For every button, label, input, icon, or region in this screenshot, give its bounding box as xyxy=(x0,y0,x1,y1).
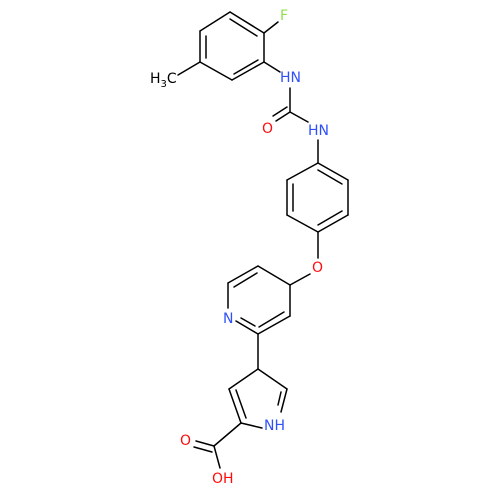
atom-acid-oxygen: O xyxy=(180,433,191,449)
atom-methyl-c: C xyxy=(167,71,177,87)
bond-ring1-inner-c xyxy=(233,59,259,75)
bond-ring2-f xyxy=(286,162,319,181)
atom-pyrrole-nh: NH xyxy=(264,418,285,434)
bond-ring1-inner-b xyxy=(229,18,258,37)
bond-pyr-carboxyl xyxy=(213,422,242,447)
atom-urea-oxygen: O xyxy=(262,121,273,137)
atom-label-group: F H3C HN O HN O N NH O OH xyxy=(150,8,329,487)
atom-acid-oh: OH xyxy=(212,471,234,487)
bond-ring2-a xyxy=(317,162,349,181)
atom-methyl-sub: 3 xyxy=(161,79,167,90)
bond-carboxyl-oh xyxy=(213,445,221,469)
bond-ring2-d xyxy=(286,214,319,233)
bond-pyr-a xyxy=(257,368,288,390)
bond-ring1-c xyxy=(231,61,265,81)
bond-ring1-nh xyxy=(263,61,281,73)
bond-carboxyl-o-1 xyxy=(195,440,215,447)
bond-py-inner-b xyxy=(233,272,258,288)
bond-pyr-c xyxy=(240,422,263,429)
bond-carbonyl-nh xyxy=(289,111,309,123)
bond-pyr-inner-b xyxy=(235,389,247,419)
bond-ring2-inner-a xyxy=(317,169,343,185)
bond-ring1-f xyxy=(199,11,231,32)
bond-carbonyl-o-2 xyxy=(272,106,288,117)
bond-pyr-e xyxy=(228,368,259,390)
atom-pyridine-nitrogen: N xyxy=(223,311,233,327)
bond-ring2-inner-b xyxy=(317,210,343,226)
bond-methyl xyxy=(177,61,201,76)
bond-py-inner-c xyxy=(240,317,256,327)
bond-pyr-inner-a xyxy=(277,391,282,406)
bond-pyr-b xyxy=(280,388,288,413)
bond-carbonyl-o-1 xyxy=(275,111,291,122)
atom-ether-oxygen: O xyxy=(312,260,323,276)
bond-py-b xyxy=(257,315,291,335)
bond-group xyxy=(177,11,349,469)
bond-ring2-c xyxy=(317,214,349,233)
bond-ring1-a xyxy=(229,11,265,34)
atom-urea-nh-top: HN xyxy=(280,70,301,86)
bond-py-e xyxy=(227,265,259,284)
bond-py-f xyxy=(257,265,291,286)
bond-py-c xyxy=(235,320,259,335)
atom-urea-nh-bottom: HN xyxy=(308,123,329,139)
bond-pyr-d xyxy=(228,388,242,424)
atom-methyl: H3C xyxy=(150,71,177,90)
bond-fluorine xyxy=(263,21,279,34)
bond-ring1-d xyxy=(199,61,233,81)
atom-fluorine: F xyxy=(280,8,288,24)
atom-methyl-h: H xyxy=(150,71,161,87)
bond-carboxyl-o-2 xyxy=(193,446,213,453)
bond-py-inner-a xyxy=(258,311,285,328)
bond-ether-pyridine xyxy=(289,273,311,286)
